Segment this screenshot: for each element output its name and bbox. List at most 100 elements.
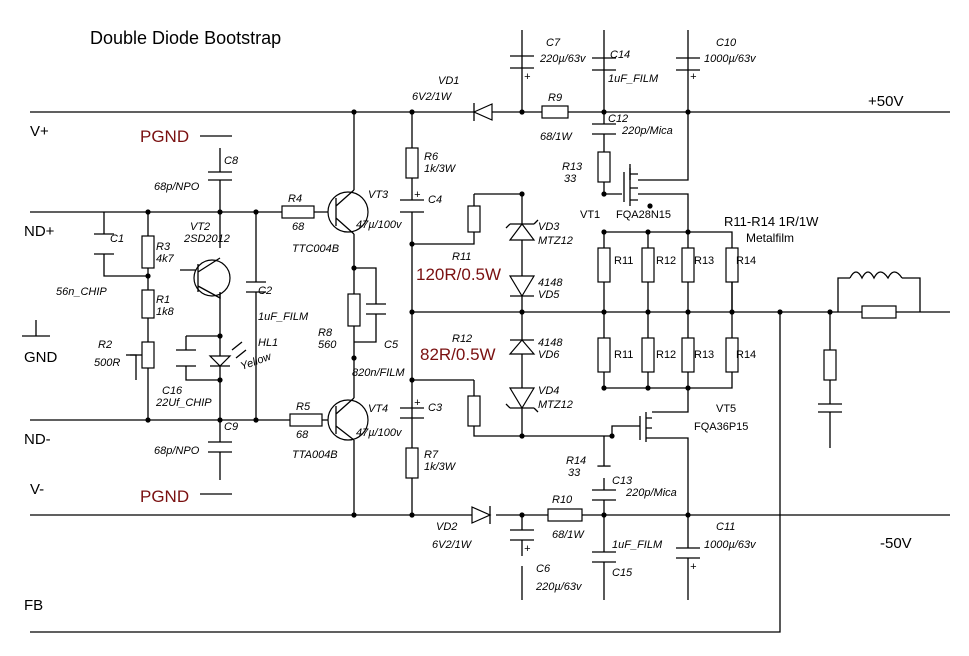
svg-text:C8: C8 — [224, 155, 239, 167]
svg-text:+: + — [524, 543, 531, 555]
svg-text:4148: 4148 — [538, 337, 563, 349]
svg-text:560: 560 — [318, 339, 337, 351]
svg-text:33: 33 — [568, 467, 581, 479]
svg-text:+: + — [414, 189, 421, 201]
svg-text:56n_CHIP: 56n_CHIP — [56, 286, 107, 298]
transistor-vt2 — [193, 259, 231, 297]
diode-vd5 — [508, 275, 536, 298]
transistors — [193, 168, 652, 442]
label-pgnd-bottom: PGND — [140, 487, 189, 506]
svg-text:C12: C12 — [608, 113, 628, 125]
diode-vd1 — [472, 103, 493, 121]
label-plus50v: +50V — [868, 93, 903, 110]
svg-text:VD2: VD2 — [436, 521, 457, 533]
svg-text:R8: R8 — [318, 327, 333, 339]
svg-text:1k8: 1k8 — [156, 306, 175, 318]
svg-text:R12: R12 — [452, 333, 472, 345]
diode-vd6 — [508, 339, 536, 355]
diode-vd2 — [471, 506, 492, 524]
svg-text:R3: R3 — [156, 241, 171, 253]
svg-text:68/1W: 68/1W — [552, 529, 585, 541]
label-vplus: V+ — [30, 123, 49, 140]
label-minus50v: -50V — [880, 535, 912, 552]
svg-text:C7: C7 — [546, 37, 561, 49]
resistor-r6 — [405, 147, 419, 179]
svg-text:VT2: VT2 — [190, 221, 210, 233]
svg-text:220p/Mica: 220p/Mica — [625, 487, 677, 499]
svg-text:C9: C9 — [224, 421, 238, 433]
resistor-r4 — [281, 205, 315, 219]
svg-text:C11: C11 — [716, 521, 735, 533]
svg-text:R7: R7 — [424, 449, 439, 461]
title: Double Diode Bootstrap — [90, 28, 281, 48]
svg-text:22Uf_CHIP: 22Uf_CHIP — [155, 397, 212, 409]
svg-text:VT5: VT5 — [716, 403, 736, 415]
resistor-out — [861, 305, 897, 319]
wires — [30, 30, 950, 633]
label-vminus: V- — [30, 481, 44, 498]
svg-text:C4: C4 — [428, 194, 442, 206]
svg-text:C14: C14 — [610, 49, 630, 61]
svg-text:R12: R12 — [656, 255, 676, 267]
polarity-marks: ++ ++ ++ — [414, 71, 697, 573]
resistors — [141, 105, 897, 522]
svg-text:R11: R11 — [452, 251, 471, 263]
svg-text:R13: R13 — [694, 255, 714, 267]
zener-vd4 — [508, 387, 536, 410]
svg-text:+: + — [690, 71, 697, 83]
resistor-r3 — [141, 235, 155, 269]
svg-text:+: + — [414, 397, 421, 409]
transistor-vt3 — [327, 191, 369, 233]
svg-text:1k/3W: 1k/3W — [424, 163, 457, 175]
svg-text:R4: R4 — [288, 193, 302, 205]
svg-text:220µ/63v: 220µ/63v — [535, 581, 583, 593]
capacitors — [94, 55, 842, 563]
svg-text:C2: C2 — [258, 285, 272, 297]
resistor-r13 — [597, 151, 611, 183]
transistor-vt4 — [327, 399, 369, 441]
mosfet-vt1 — [623, 168, 638, 206]
svg-text:1k/3W: 1k/3W — [424, 461, 457, 473]
svg-text:MTZ12: MTZ12 — [538, 399, 573, 411]
svg-text:R11: R11 — [614, 349, 633, 361]
svg-text:HL1: HL1 — [258, 337, 278, 349]
resistor-r12b — [467, 395, 481, 427]
svg-text:R10: R10 — [552, 494, 573, 506]
svg-text:4k7: 4k7 — [156, 253, 175, 265]
svg-text:1000µ/63v: 1000µ/63v — [704, 539, 757, 551]
resistor-zobel — [823, 349, 837, 381]
svg-text:C3: C3 — [428, 402, 443, 414]
svg-text:220µ/63v: 220µ/63v — [539, 53, 587, 65]
resistor-r1 — [141, 289, 155, 319]
svg-text:MTZ12: MTZ12 — [538, 235, 573, 247]
svg-text:2SD2012: 2SD2012 — [183, 233, 230, 245]
svg-text:TTC004B: TTC004B — [292, 243, 339, 255]
svg-text:C10: C10 — [716, 37, 737, 49]
svg-text:FQA28N15: FQA28N15 — [616, 209, 671, 221]
svg-text:R12: R12 — [656, 349, 676, 361]
svg-text:R9: R9 — [548, 92, 562, 104]
svg-text:C1: C1 — [110, 233, 124, 245]
svg-text:+: + — [524, 71, 531, 83]
svg-text:VT1: VT1 — [580, 209, 600, 221]
svg-text:VD4: VD4 — [538, 385, 559, 397]
svg-text:4148: 4148 — [538, 277, 563, 289]
svg-text:C5: C5 — [384, 339, 399, 351]
svg-text:R5: R5 — [296, 401, 311, 413]
svg-text:R14: R14 — [736, 349, 756, 361]
svg-text:FQA36P15: FQA36P15 — [694, 421, 748, 433]
resistor-r9 — [541, 105, 569, 119]
svg-text:68/1W: 68/1W — [540, 131, 573, 143]
label-fb: FB — [24, 597, 43, 614]
svg-text:C15: C15 — [612, 567, 633, 579]
label-pgnd-top: PGND — [140, 127, 189, 146]
svg-text:Metalfilm: Metalfilm — [746, 231, 794, 245]
svg-text:VT3: VT3 — [368, 189, 389, 201]
svg-text:C6: C6 — [536, 563, 551, 575]
svg-text:47µ/100v: 47µ/100v — [356, 219, 403, 231]
svg-text:R14: R14 — [736, 255, 756, 267]
led-hl1 — [208, 355, 232, 367]
svg-text:1uF_FILM: 1uF_FILM — [612, 539, 663, 551]
fb-wire — [30, 312, 781, 633]
mosfet-vt5 — [639, 412, 652, 442]
